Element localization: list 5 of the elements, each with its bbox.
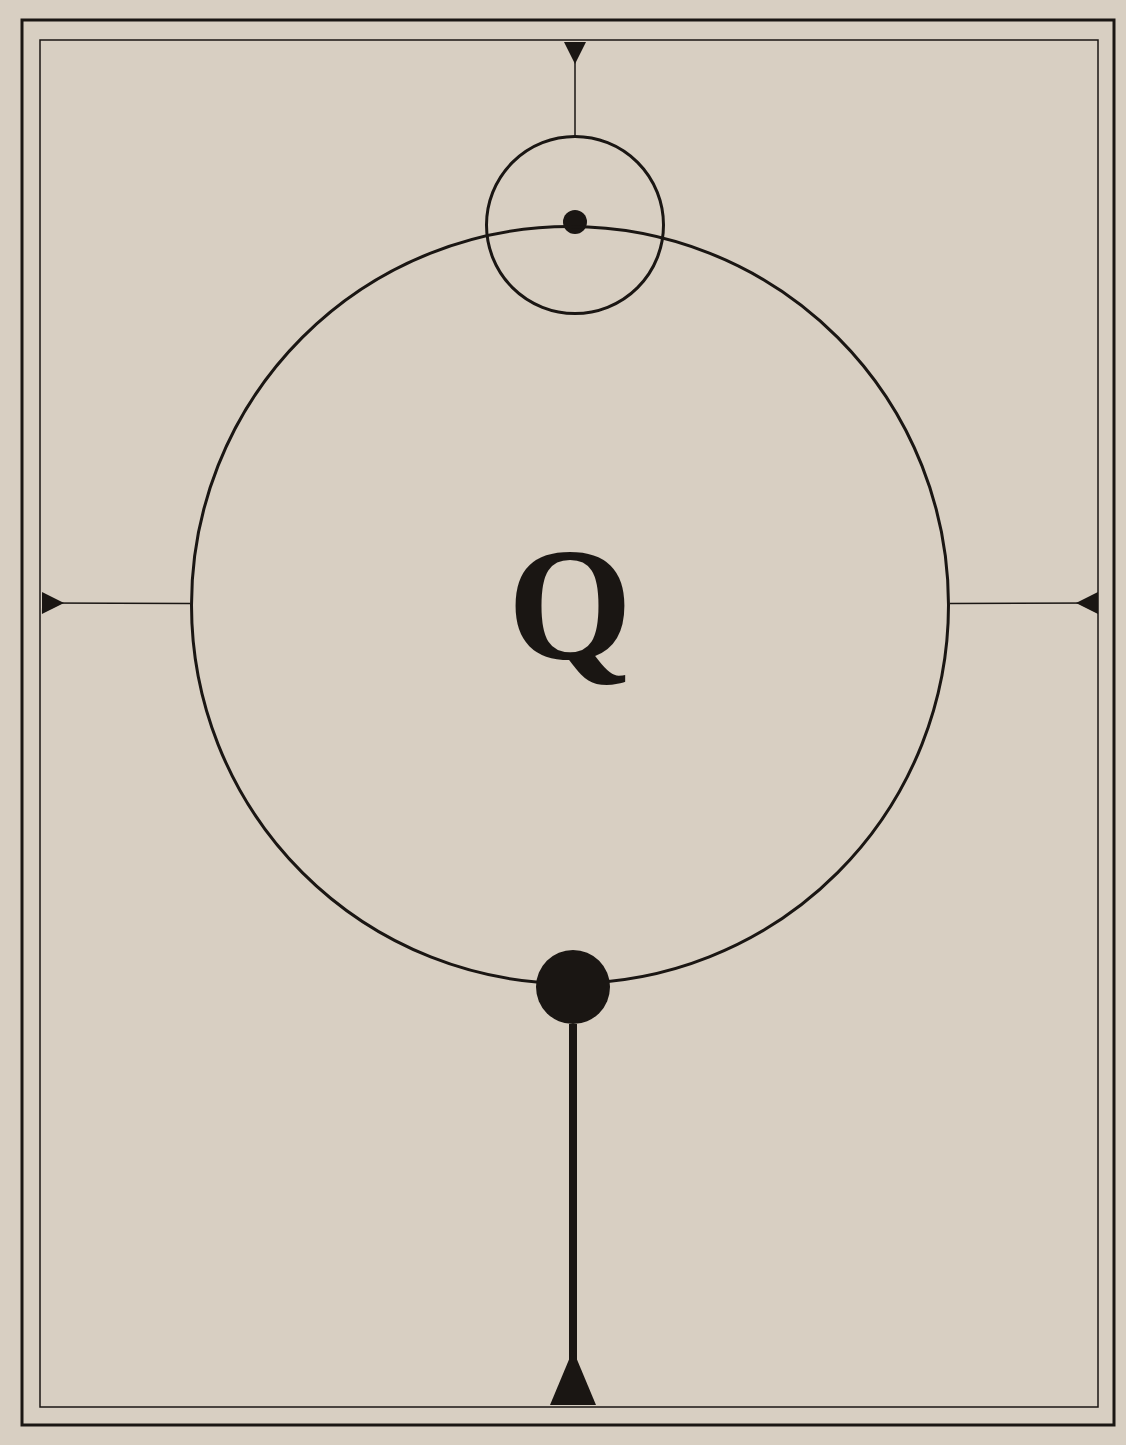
arrow — [564, 41, 586, 136]
arrow — [550, 1024, 596, 1405]
arrow — [41, 592, 191, 614]
arrow — [949, 592, 1099, 614]
letter-label: Q — [507, 525, 633, 685]
